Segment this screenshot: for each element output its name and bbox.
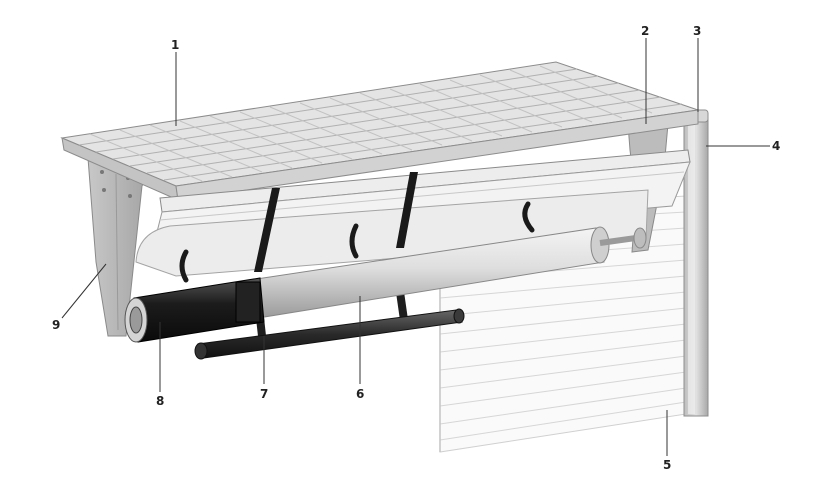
motor	[124, 277, 265, 343]
callout-1: 1	[171, 38, 180, 52]
top-cover	[60, 61, 699, 201]
support-straps	[254, 172, 418, 272]
callout-8: 8	[156, 394, 165, 408]
leader-lines	[61, 38, 770, 456]
left-bracket	[87, 157, 149, 337]
callout-2: 2	[641, 24, 650, 38]
tube-hangers	[179, 201, 535, 283]
callout-7: 7	[260, 387, 269, 401]
callout-4: 4	[772, 139, 781, 153]
callout-6: 6	[356, 387, 365, 401]
callout-3: 3	[693, 24, 702, 38]
callout-9: 9	[52, 318, 61, 332]
callout-5: 5	[663, 458, 672, 472]
roller-tube	[249, 226, 647, 319]
